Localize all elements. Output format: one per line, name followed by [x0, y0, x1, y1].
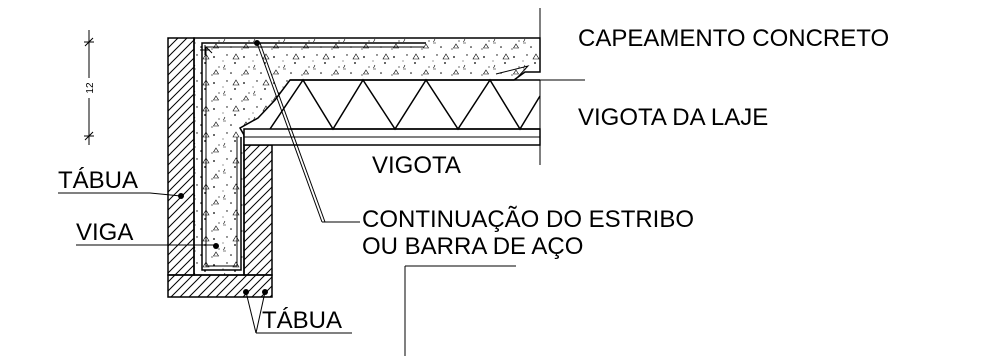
label-viga: VIGA	[76, 219, 133, 246]
label-tabua-side: TÁBUA	[58, 167, 138, 194]
inner-board	[243, 144, 273, 276]
label-capeamento-concreto: CAPEAMENTO CONCRETO	[578, 25, 889, 52]
slab-joist-truss	[269, 78, 541, 131]
dimension-value: 12	[85, 82, 96, 94]
stirrup-rebar	[200, 40, 426, 271]
bottom-board	[167, 274, 273, 298]
height-dimension: 12	[82, 30, 96, 145]
label-vigota-da-laje: VIGOTA DA LAJE	[578, 104, 768, 131]
break-lines	[404, 8, 585, 356]
side-board	[167, 37, 195, 276]
label-continuacao-line2: OU BARRA DE AÇO	[362, 233, 583, 260]
label-continuacao-line1: CONTINUAÇÃO DO ESTRIBO	[362, 206, 694, 233]
label-tabua-bottom: TÁBUA	[262, 307, 342, 334]
label-vigota: VIGOTA	[372, 152, 461, 179]
leader-lines	[58, 42, 360, 334]
